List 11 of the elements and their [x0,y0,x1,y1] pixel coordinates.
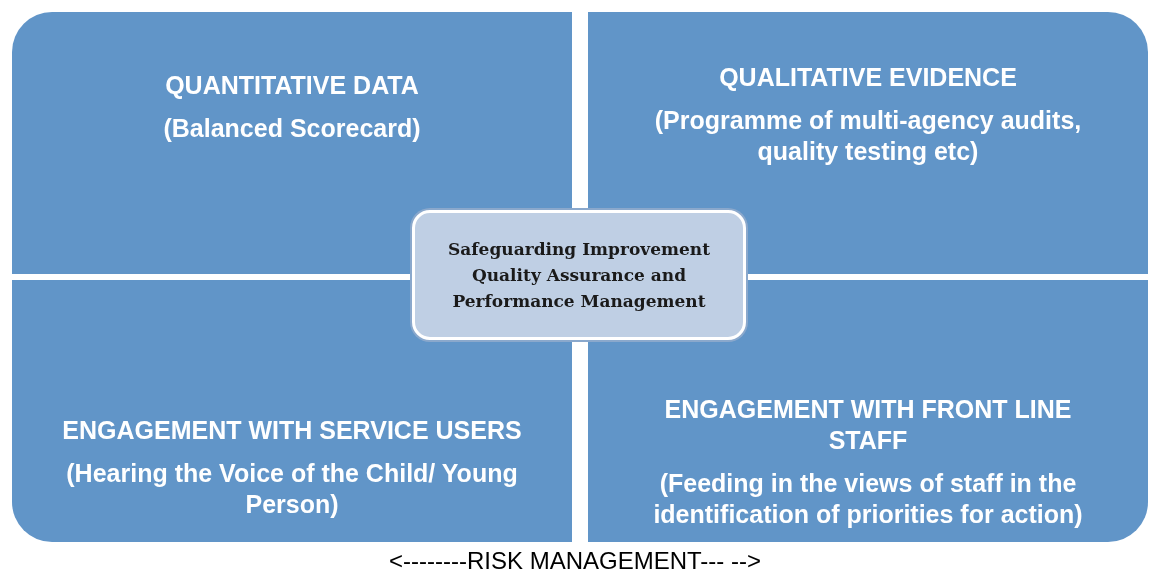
risk-management-label: <--------RISK MANAGEMENT--- --> [389,546,761,576]
panel-heading: QUALITATIVE EVIDENCE [719,62,1017,93]
center-title: Safeguarding Improvement Quality Assurance and Performance Management [447,238,711,313]
panel-heading: QUANTITATIVE DATA [165,70,419,101]
panel-subtext: (Feeding in the views of staff in the identification of priorities for action) [652,468,1084,530]
panel-heading: ENGAGEMENT WITH FRONT LINE STAFF [663,394,1073,456]
panel-subtext: (Programme of multi-agency audits, quality testing etc) [653,105,1083,167]
panel-heading: ENGAGEMENT WITH SERVICE USERS [62,415,522,446]
panel-subtext: (Balanced Scorecard) [163,113,421,144]
center-box [412,210,746,340]
panel-subtext: (Hearing the Voice of the Child/ Young Person) [65,458,519,520]
